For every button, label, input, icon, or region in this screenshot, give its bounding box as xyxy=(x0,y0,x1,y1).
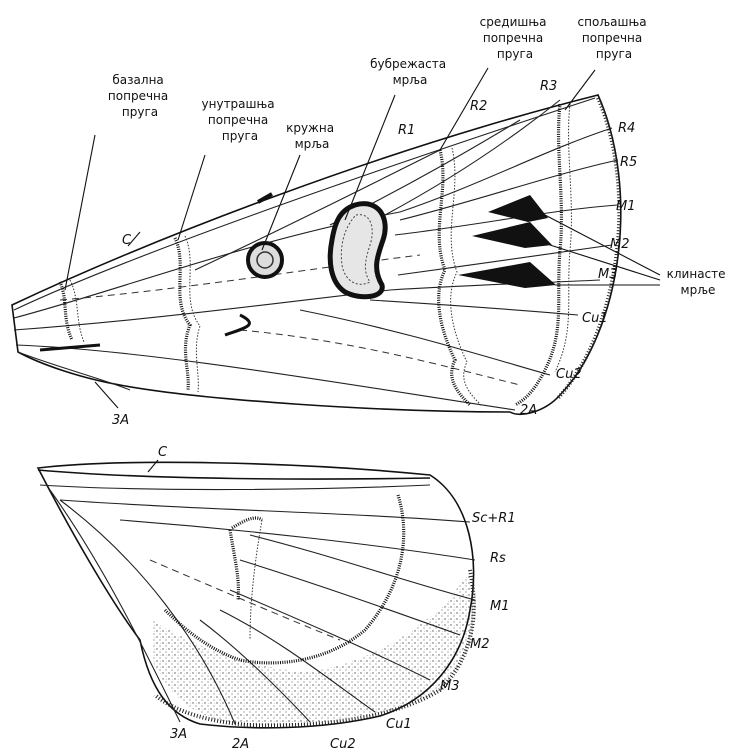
hindwing-vein-m3-label: M3 xyxy=(440,679,460,694)
forewing-3a-leader xyxy=(95,382,118,408)
forewing-vein-r3 xyxy=(385,100,560,215)
orbicular-spot xyxy=(248,243,282,277)
antemedial-line-label: унутрашња попречна пруга xyxy=(202,97,279,143)
forewing-vein-m1-label: M1 xyxy=(616,199,636,214)
forewing-vein-m2-label: M2 xyxy=(610,237,630,252)
hindwing-vein-sc-r1-label: Sc+R1 xyxy=(472,511,516,526)
forewing-vein-cu2-label: Cu2 xyxy=(556,367,582,382)
basal-line-2 xyxy=(70,280,84,342)
forewing-vein-m3-label: M3 xyxy=(598,267,618,282)
hindwing-discal-band-2 xyxy=(232,518,262,528)
sagittate-spots-label: клинасте мрље xyxy=(667,267,730,297)
forewing-vein-2a xyxy=(16,345,515,410)
sagittate-spots-leader-1 xyxy=(545,215,660,275)
forewing-vein-r5-label: R5 xyxy=(620,155,637,170)
basal-line-label: базална попречна пруга xyxy=(108,73,172,119)
forewing-vein-r1 xyxy=(195,150,440,270)
postmedial-line-leader xyxy=(565,70,595,110)
basal-dash xyxy=(40,345,100,350)
hindwing-vein-3a-label: 3A xyxy=(170,727,187,742)
forewing-vein-r2-label: R2 xyxy=(470,99,487,114)
hindwing: C Sc+R1 Rs M1 M2 M3 Cu1 Cu2 2A 3A xyxy=(38,445,516,752)
forewing-vein-3a xyxy=(18,352,130,390)
basal-line xyxy=(60,282,72,340)
forewing-vein-r3-label: R3 xyxy=(540,79,557,94)
hindwing-vein-cu2-label: Cu2 xyxy=(330,737,356,752)
hindwing-costa-2 xyxy=(40,485,430,490)
hindwing-discal-band xyxy=(230,530,238,600)
hindwing-vein-m1 xyxy=(250,535,475,600)
hindwing-vein-sc-r1 xyxy=(60,500,470,522)
hindwing-vein-m2 xyxy=(240,560,460,635)
hindwing-vein-3a xyxy=(50,490,180,722)
median-line-label: средишња попречна пруга xyxy=(480,15,551,61)
hindwing-vein-cu1-label: Cu1 xyxy=(386,717,412,732)
sagittate-spot-3 xyxy=(458,262,556,288)
forewing-vein-r4-label: R4 xyxy=(618,121,635,136)
forewing-vein-cu1 xyxy=(370,300,578,315)
hindwing-vein-rs xyxy=(120,520,475,560)
orbicular-spot-label: кружна мрља xyxy=(286,121,338,151)
hindwing-postmedial-band xyxy=(165,495,404,663)
sagittate-spot-2 xyxy=(472,222,552,248)
hindwing-costa xyxy=(38,470,430,479)
forewing-vein-c-label: C xyxy=(122,233,132,248)
hindwing-stipple xyxy=(152,570,476,725)
hindwing-vein-2a-label: 2A xyxy=(232,737,249,752)
forewing-vein-cu1-label: Cu1 xyxy=(582,311,608,326)
hindwing-vein-m2-label: M2 xyxy=(470,637,490,652)
forewing-vein-2a-label: 2A xyxy=(520,403,537,418)
forewing-dashed-fold-2 xyxy=(240,330,520,385)
forewing-vein-cell-bottom xyxy=(14,290,390,330)
forewing-vein-cu2 xyxy=(300,310,550,375)
postmedial-line xyxy=(515,104,561,405)
hindwing-vein-rs-label: Rs xyxy=(490,551,506,566)
hindwing-dashed-fold xyxy=(150,560,340,640)
reniform-spot xyxy=(330,204,385,297)
hindwing-vein-c-label: C xyxy=(158,445,168,460)
forewing: базална попречна пруга унутрашња попречн… xyxy=(12,15,729,428)
postmedial-line-label: спољашња попречна пруга xyxy=(578,15,651,61)
forewing-vein-3a-label: 3A xyxy=(112,413,129,428)
hindwing-vein-m1-label: M1 xyxy=(490,599,510,614)
sagittate-spot-1 xyxy=(488,195,548,222)
claviform-mark xyxy=(225,315,249,335)
forewing-vein-r1-label: R1 xyxy=(398,123,415,138)
reniform-spot-label: бубрежаста мрља xyxy=(370,57,450,87)
basal-line-leader xyxy=(65,135,95,290)
